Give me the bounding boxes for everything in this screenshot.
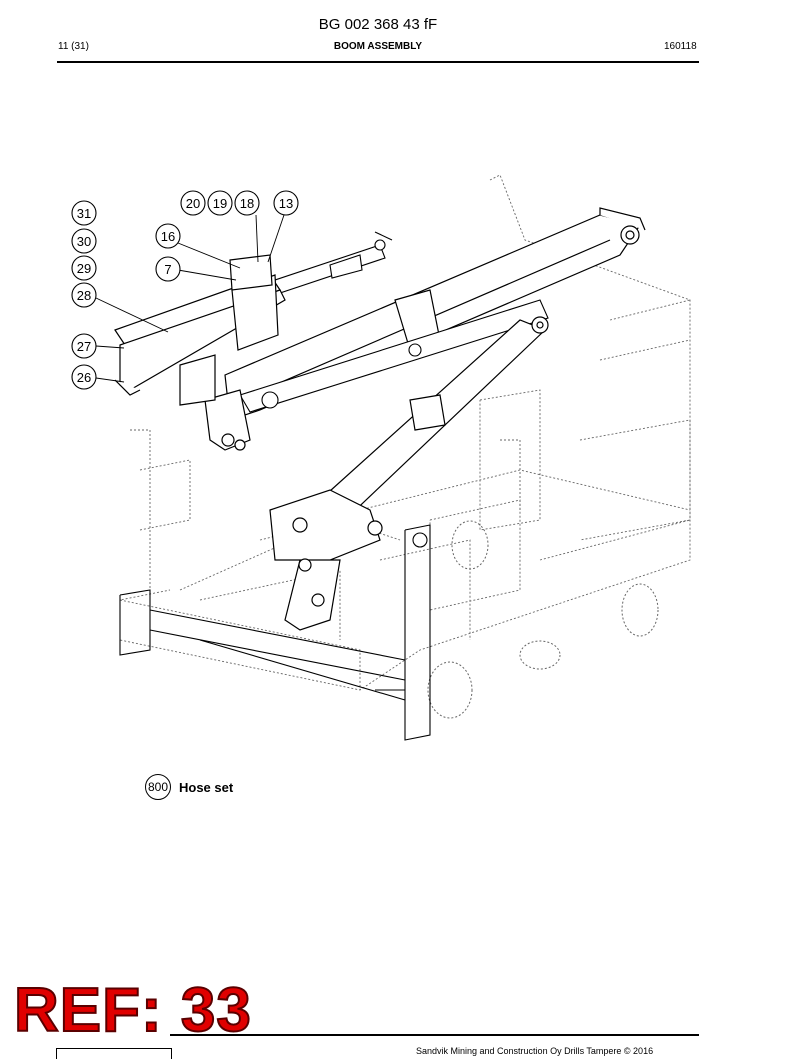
callout-29: 29: [77, 261, 91, 276]
hose-set-number: 800: [145, 774, 171, 800]
header-rule: [57, 61, 699, 63]
callout-numbers: 31 30 29 28 27 26 20 19 18 13 16 7: [77, 196, 293, 385]
boom-head: [114, 254, 286, 451]
section-title: BOOM ASSEMBLY: [333, 41, 423, 52]
footer-rule: [170, 1034, 699, 1036]
feed-cylinder: [239, 299, 549, 413]
callout-circle-19: [207, 190, 233, 216]
chassis-openings: [427, 520, 659, 719]
boom-assembly-drawing: 31 30 29 28 27 26 20 19 18 13 16 7: [71, 174, 691, 741]
callout-30: 30: [77, 234, 91, 249]
sandvik-logo: [56, 1048, 172, 1059]
callout-28: 28: [77, 288, 91, 303]
callout-18: 18: [240, 196, 254, 211]
document-number: BG 002 368 43 fF: [318, 16, 438, 33]
callout-13: 13: [279, 196, 293, 211]
callout-circle-27: [71, 333, 97, 359]
hose-set-callout: 800 Hose set: [145, 774, 233, 800]
callout-16: 16: [161, 229, 175, 244]
callout-7: 7: [164, 262, 171, 277]
callout-20: 20: [186, 196, 200, 211]
page-count: 11 (31): [58, 41, 89, 52]
callout-circle-26: [71, 364, 97, 390]
callout-circle-13: [273, 190, 299, 216]
callout-circle-31: [71, 200, 97, 226]
callout-27: 27: [77, 339, 91, 354]
hose-set-label: Hose set: [179, 779, 234, 795]
callout-19: 19: [213, 196, 227, 211]
callout-circle-20: [180, 190, 206, 216]
callout-circle-16: [155, 223, 181, 249]
callout-circle-30: [71, 228, 97, 254]
callout-circle-18: [234, 190, 260, 216]
front-frame: [119, 524, 431, 741]
callout-circle-29: [71, 255, 97, 281]
callout-circle-7: [155, 256, 181, 282]
callout-26: 26: [77, 370, 91, 385]
document-date: 160118: [664, 41, 697, 52]
boom-bracket: [269, 489, 383, 631]
leader-lines: [95, 214, 285, 383]
callout-circles: [71, 190, 299, 390]
callout-circle-28: [71, 282, 97, 308]
callout-31: 31: [77, 206, 91, 221]
footer-copyright: Sandvik Mining and Construction Oy Drill…: [416, 1046, 654, 1056]
reference-stamp: REF: 33: [13, 976, 252, 1045]
